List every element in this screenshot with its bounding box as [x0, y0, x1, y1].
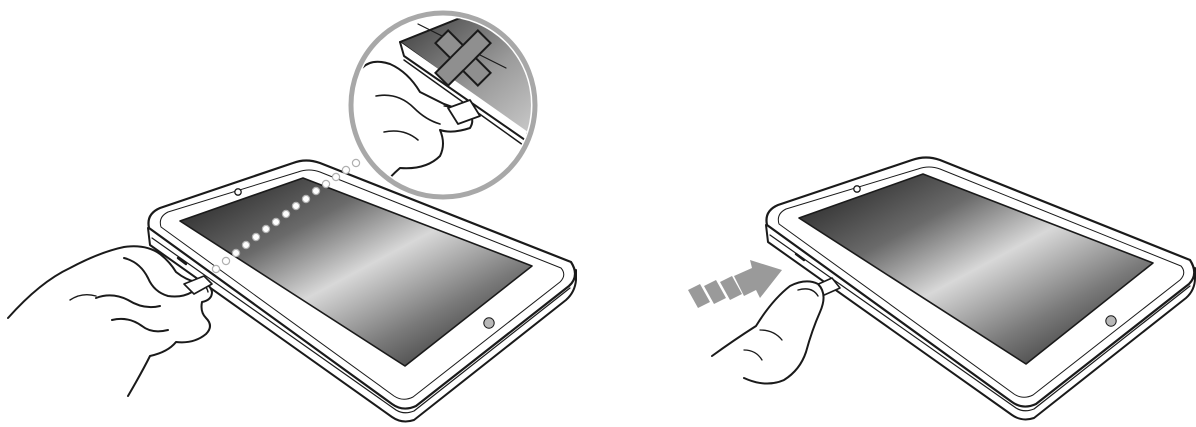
tablet-left-camera — [235, 189, 241, 195]
incorrect-insertion-figure — [8, 13, 576, 421]
arrow-right-head — [734, 260, 782, 298]
hand-left — [8, 246, 212, 396]
tablet-right-camera — [854, 186, 860, 192]
correct-insertion-figure — [688, 158, 1195, 420]
arrow-right-icon — [688, 260, 782, 308]
tablet-right — [766, 158, 1195, 420]
tablet-right-home-button — [1106, 316, 1116, 326]
hand-left-palm — [8, 246, 212, 396]
zoom-callout — [340, 13, 560, 200]
tablet-left-home-button — [484, 318, 494, 328]
